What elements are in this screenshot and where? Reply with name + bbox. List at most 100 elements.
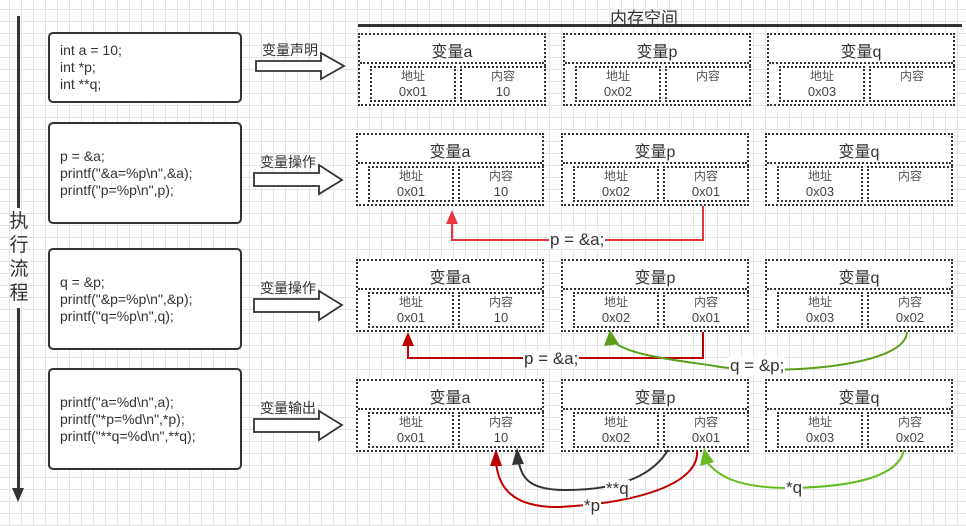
address-label: 地址 [603,169,628,183]
content-value: 0x02 [895,430,925,445]
address-value: 0x02 [603,84,633,99]
address-value: 0x01 [396,430,426,445]
address-value: 0x01 [398,84,428,99]
code-line: printf("p=%p\n",p); [60,181,174,198]
address-label: 地址 [398,169,423,183]
content-cell: 内容 [869,66,955,102]
address-label: 地址 [809,69,834,83]
arrow-label-row2-pa: p = &a; [549,230,606,249]
variable-name: 变量a [429,144,471,161]
variable-name: 变量p [634,144,676,161]
arrow-label-row4-q: *q [785,478,804,497]
variable-name: 变量q [838,270,880,287]
arrow-label-row4-p: *p [583,496,602,515]
variable-divider [767,162,951,164]
variable-name: 变量p [634,270,676,287]
address-value: 0x02 [601,430,631,445]
variable-divider [767,408,951,410]
arrow-row4-qq [517,449,669,492]
address-value: 0x01 [396,310,426,325]
code-line: q = &p; [60,273,105,290]
code-line: int a = 10; [60,42,122,58]
address-label: 地址 [603,295,628,309]
variable-name: 变量q [838,390,880,407]
flow-label-char: 执 [9,211,29,232]
code-box-output: printf("a=%d\n",a); printf("*p=%d\n",*p)… [48,368,242,470]
content-value: 0x01 [691,184,721,199]
content-cell: 内容 [867,166,953,202]
flow-axis-top [17,16,20,208]
address-value: 0x01 [396,184,426,199]
content-value: 0x02 [895,310,925,325]
content-label: 内容 [695,69,720,83]
content-value: 10 [495,84,511,99]
code-line: printf("&p=%p\n",&p); [60,290,193,307]
content-label: 内容 [693,415,718,429]
variable-divider [767,288,951,290]
code-line: printf("a=%d\n",a); [60,393,174,410]
address-label: 地址 [603,415,628,429]
op-label-operate-1: 变量操作 [260,154,316,170]
variable-name: 变量p [636,44,678,61]
address-label: 地址 [807,295,832,309]
variable-name: 变量a [429,390,471,407]
address-value: 0x02 [601,310,631,325]
address-value: 0x03 [807,84,837,99]
address-value: 0x03 [805,310,835,325]
op-label-declare: 变量声明 [262,42,318,58]
address-label: 地址 [807,415,832,429]
content-label: 内容 [897,295,922,309]
code-box-assign-p: p = &a; printf("&a=%p\n",&a); printf("p=… [48,122,242,224]
arrow-row4-q [704,449,905,490]
flow-label-char: 流 [9,259,29,280]
address-label: 地址 [605,69,630,83]
variable-divider [358,288,542,290]
address-value: 0x03 [805,184,835,199]
variable-divider [563,288,747,290]
flow-axis-bottom [17,308,20,490]
variable-divider [565,62,749,64]
flow-label-char: 程 [9,283,29,304]
content-label: 内容 [488,295,513,309]
arrow-label-row3-pa: p = &a; [523,349,580,368]
variable-divider [358,162,542,164]
flow-label: 执 行 流 程 [8,210,30,306]
flow-label-char: 行 [9,235,29,256]
arrow-row3-qp-head [604,330,619,346]
code-box-declare: int a = 10; int *p; int **q; [48,32,242,103]
code-line: printf("*p=%d\n",*p); [60,410,185,427]
code-line: p = &a; [60,147,105,164]
content-label: 内容 [693,169,718,183]
variable-name: 变量p [634,390,676,407]
op-label-operate-2: 变量操作 [260,280,316,296]
code-box-assign-q: q = &p; printf("&p=%p\n",&p); printf("q=… [48,248,242,350]
variable-name: 变量a [429,270,471,287]
variable-name: 变量q [838,144,880,161]
address-label: 地址 [807,169,832,183]
content-label: 内容 [693,295,718,309]
address-label: 地址 [398,415,423,429]
content-label: 内容 [488,415,513,429]
arrow-row3-pa-head [402,332,414,346]
content-label: 内容 [490,69,515,83]
content-label: 内容 [897,169,922,183]
content-value: 10 [493,310,509,325]
